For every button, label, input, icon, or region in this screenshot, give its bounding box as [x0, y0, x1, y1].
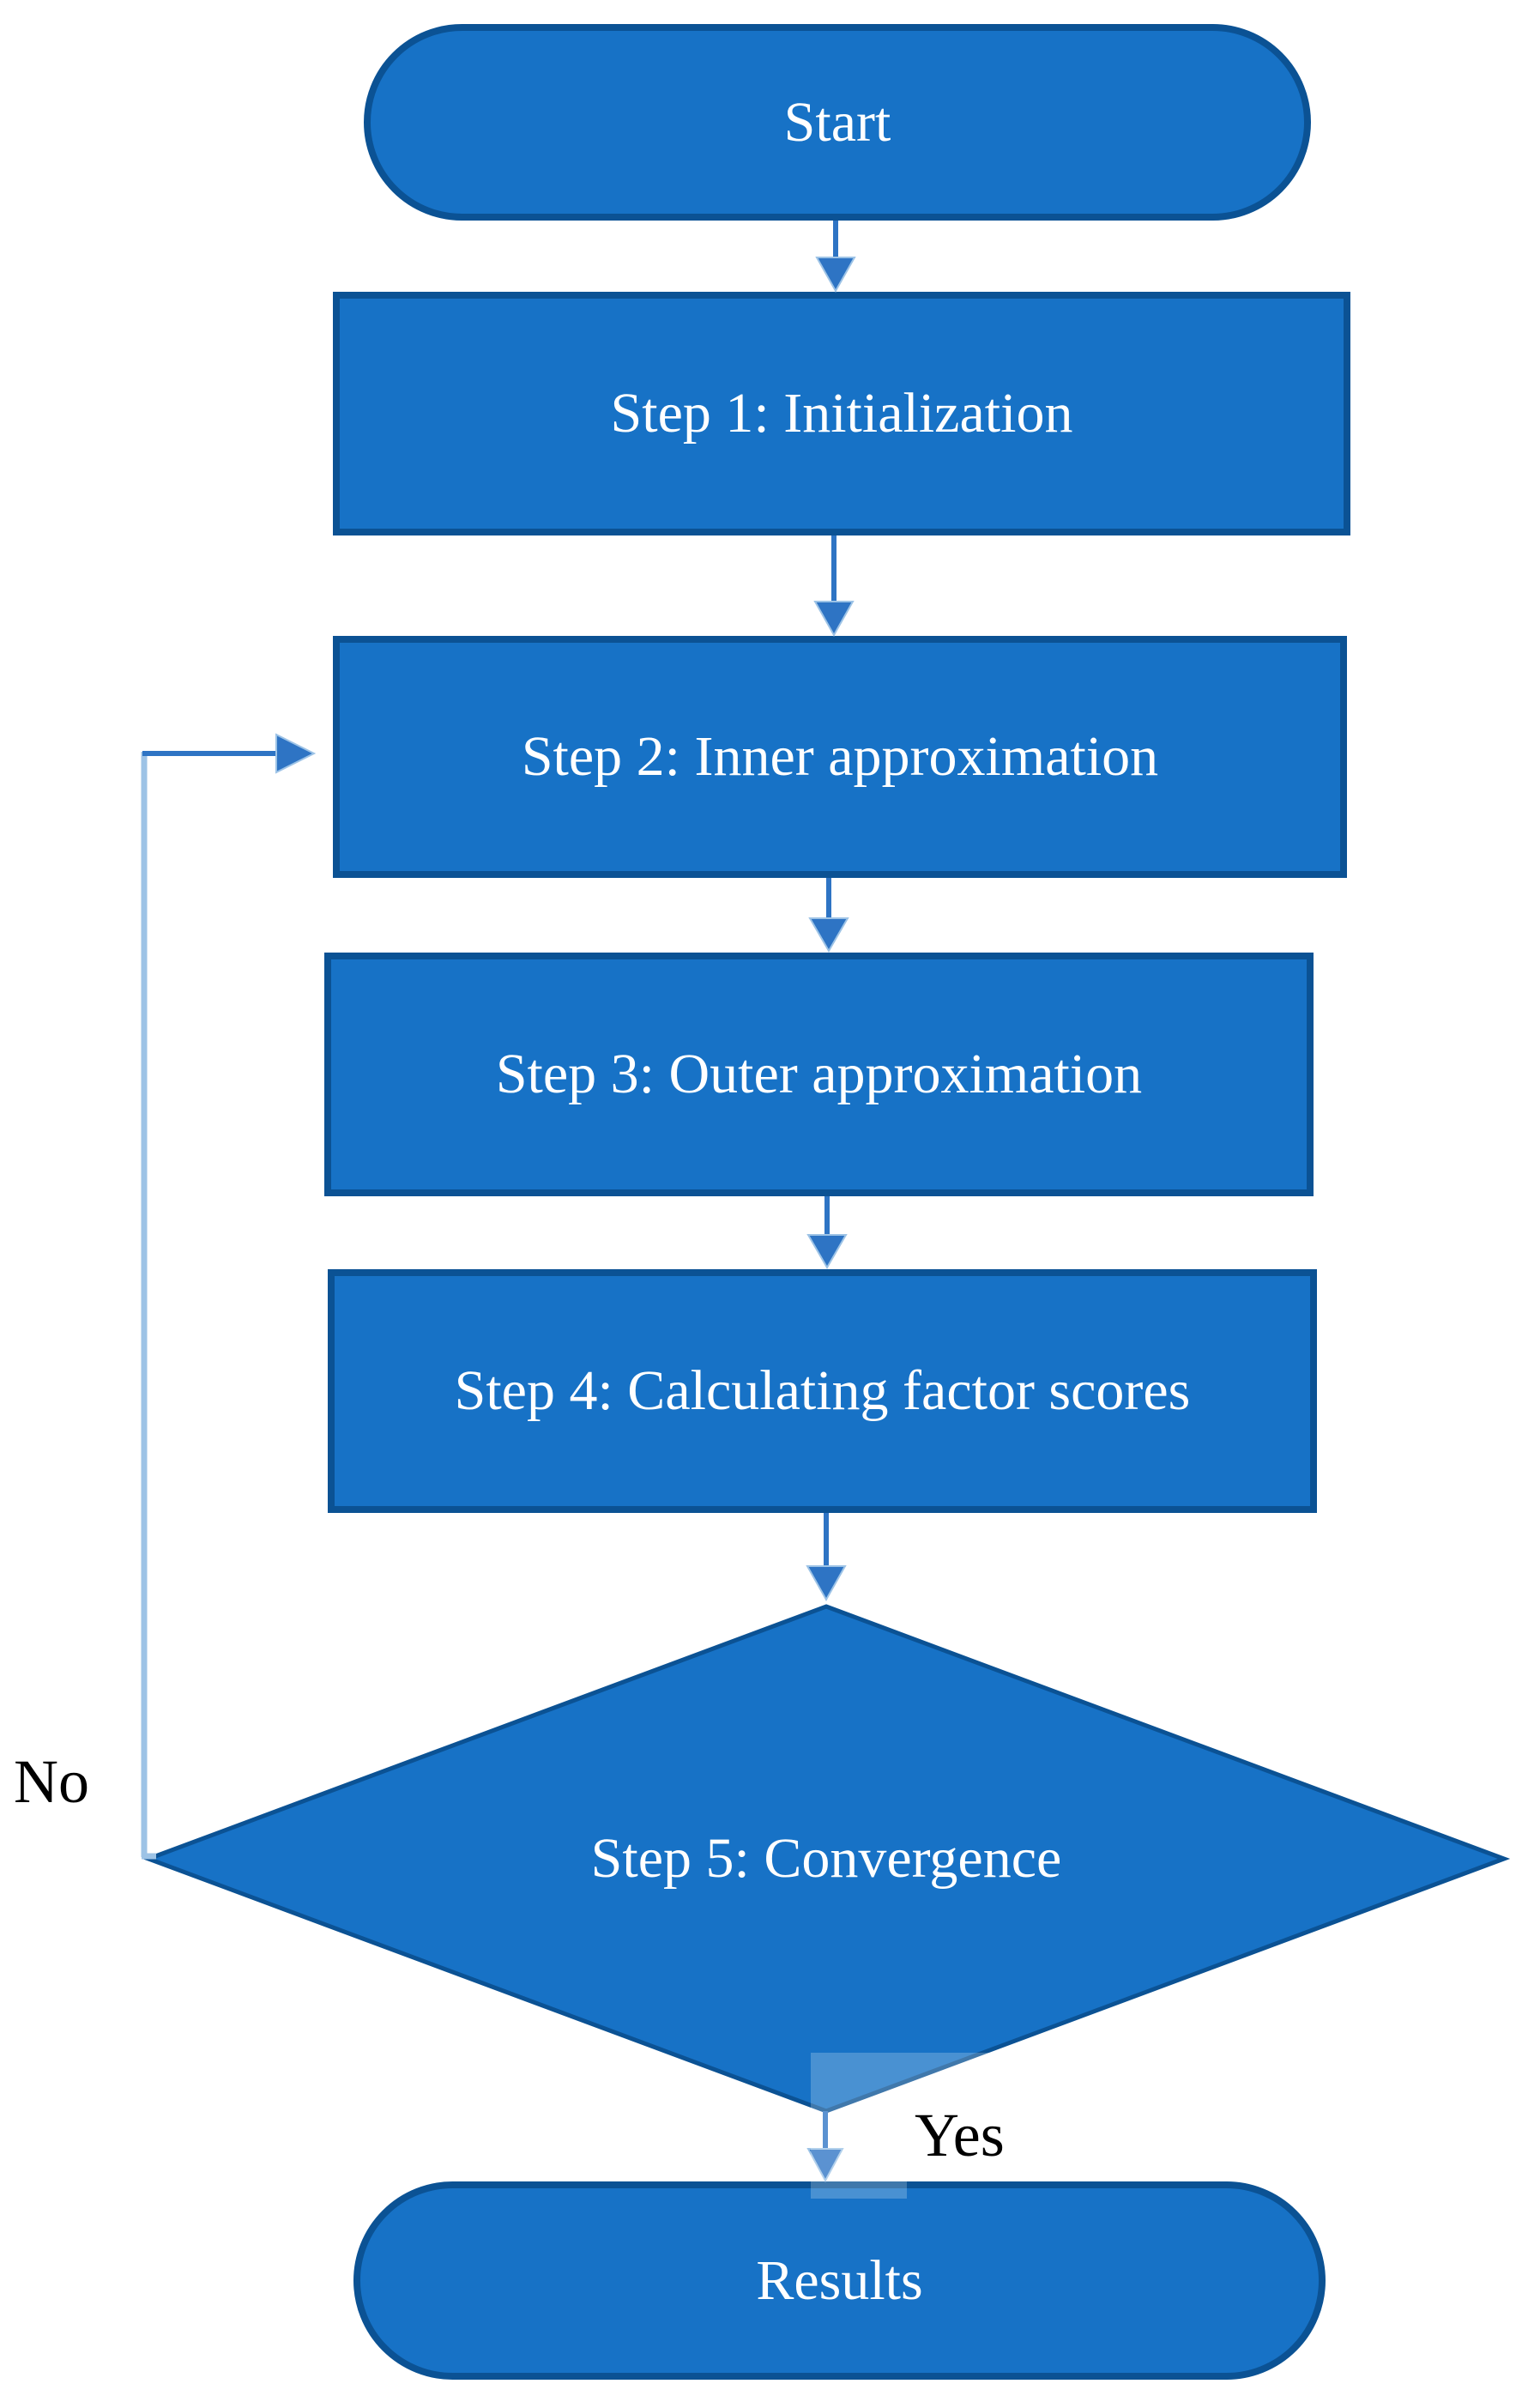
edge-label-no: No [14, 1747, 89, 1816]
edge-step2-step3-arrowhead [808, 917, 849, 953]
node-step4-calculating-factor-scores: Step 4: Calculating factor scores [328, 1269, 1317, 1513]
node-step4-label: Step 4: Calculating factor scores [454, 1359, 1191, 1423]
node-results: Results [353, 2181, 1326, 2380]
node-start: Start [364, 24, 1311, 221]
node-start-label: Start [783, 90, 891, 154]
edge-step5-results-arrowhead [806, 2148, 844, 2183]
edge-start-step1-arrowhead [815, 257, 856, 293]
node-step1-initialization: Step 1: Initialization [333, 292, 1350, 535]
node-results-label: Results [756, 2248, 923, 2312]
node-step3-label: Step 3: Outer approximation [495, 1043, 1143, 1106]
edge-step1-step2-arrowhead [813, 601, 855, 638]
node-step5-convergence-diamond [142, 1604, 1511, 2114]
node-step3-outer-approximation: Step 3: Outer approximation [324, 953, 1314, 1196]
edge-label-yes: Yes [915, 2101, 1005, 2169]
edge-step4-step5-arrowhead [806, 1565, 847, 1602]
edge-step3-step4-arrowhead [806, 1234, 848, 1269]
edge-step5-step2-loop-arrowhead [275, 733, 317, 774]
node-step2-inner-approximation: Step 2: Inner approximation [333, 636, 1347, 878]
node-step1-label: Step 1: Initialization [610, 382, 1073, 445]
node-step2-label: Step 2: Inner approximation [521, 725, 1159, 789]
